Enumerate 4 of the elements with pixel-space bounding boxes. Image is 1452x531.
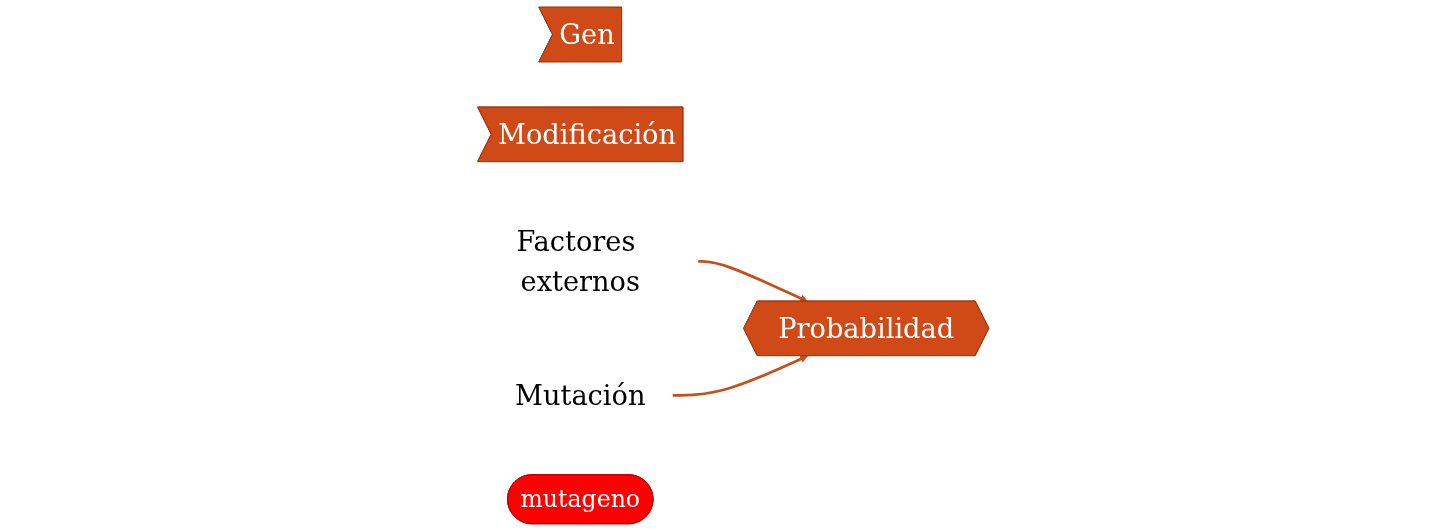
node-text: Factores externos — [516, 225, 641, 298]
node-text: Mutación — [515, 379, 646, 412]
arrow — [698, 260, 809, 303]
arrow — [673, 355, 809, 397]
